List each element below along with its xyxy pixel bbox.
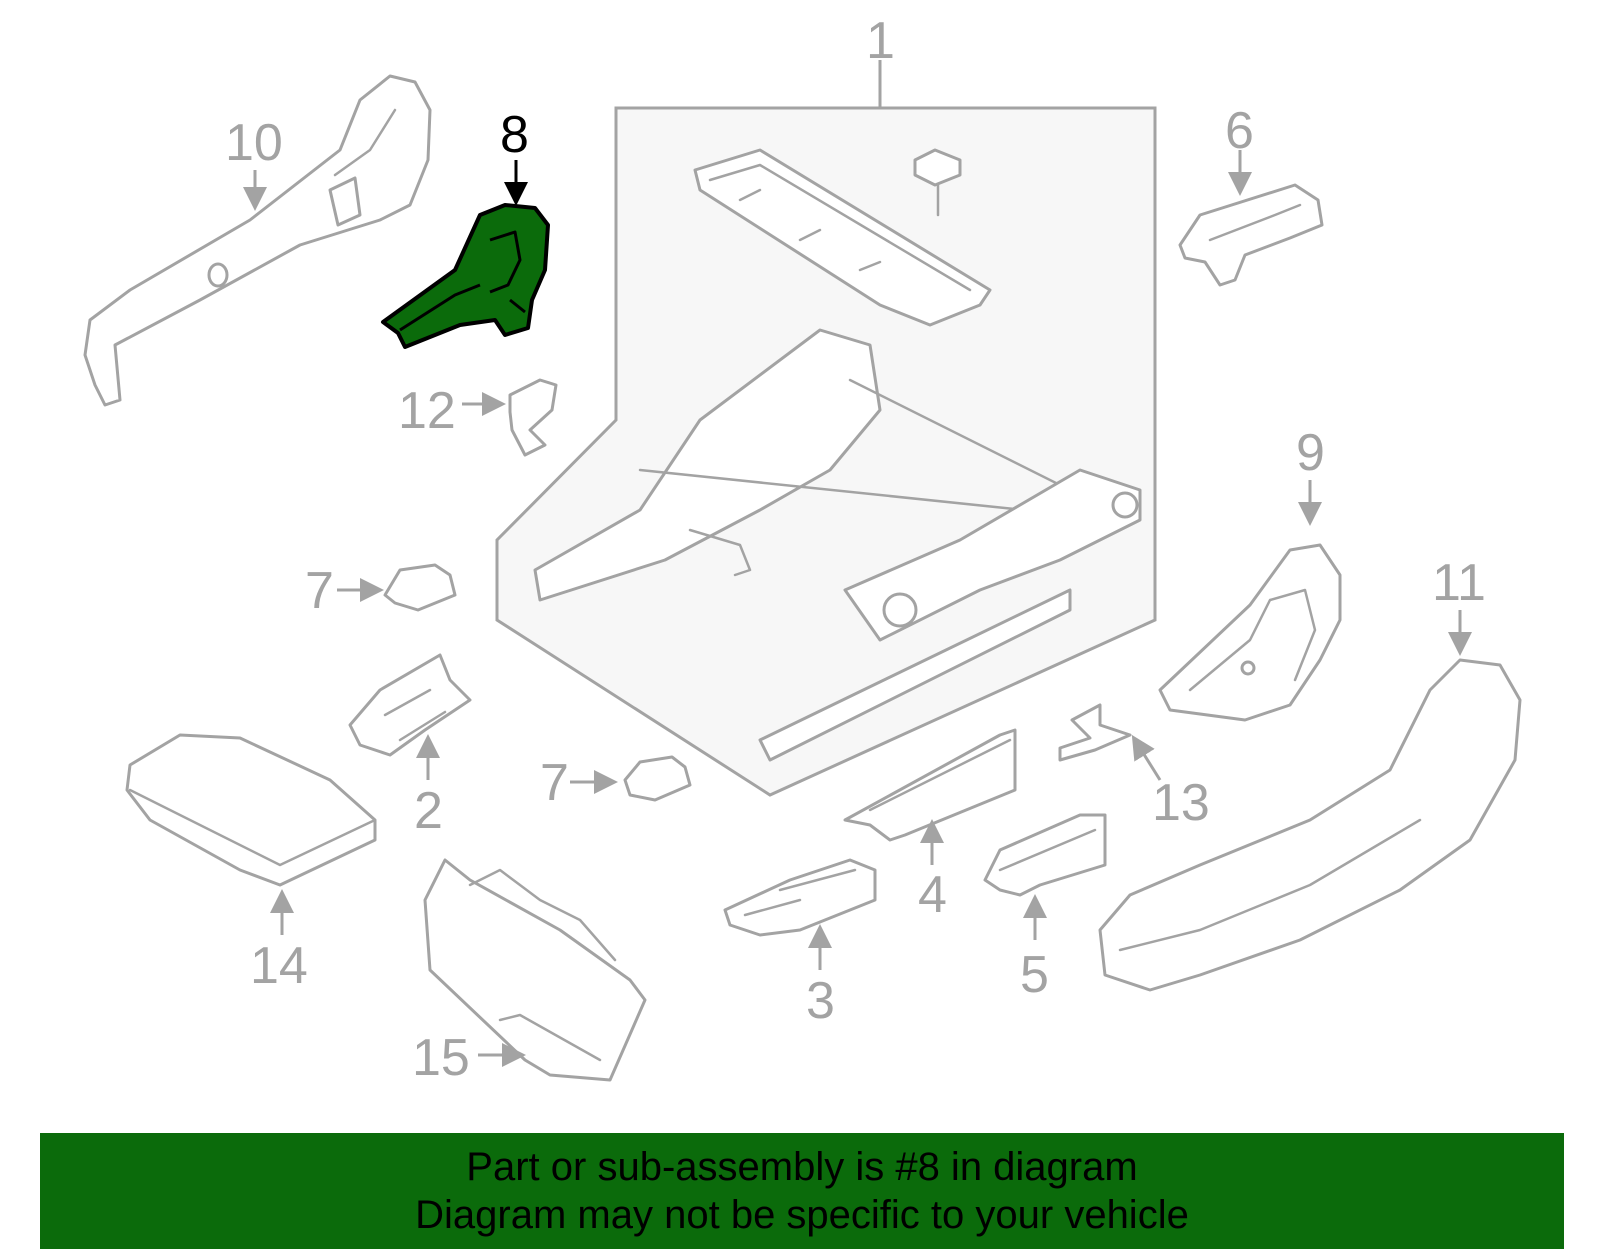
- part-9-trim-panel-inner[interactable]: [1158, 543, 1342, 722]
- part-12-bracket[interactable]: [508, 378, 558, 457]
- callout-8: 8: [500, 106, 529, 164]
- part-14-module[interactable]: [125, 733, 377, 887]
- callout-4: 4: [918, 866, 947, 924]
- part-5-track-cover[interactable]: [983, 813, 1107, 897]
- callout-12: 12: [398, 382, 456, 440]
- callout-6: 6: [1225, 102, 1254, 160]
- part-3-track-cover[interactable]: [723, 858, 877, 937]
- part-7-clip-upper[interactable]: [383, 563, 457, 612]
- callout-labels: 1 10 8 6 12 9 11 7 7 2 4 13 14 3 5 15: [225, 12, 1486, 1087]
- callout-2: 2: [414, 782, 443, 840]
- callout-3: 3: [806, 972, 835, 1030]
- info-banner: Part or sub-assembly is #8 in diagram Di…: [40, 1133, 1564, 1249]
- callout-11: 11: [1432, 554, 1486, 612]
- part-2-track-cover[interactable]: [348, 653, 472, 757]
- part-1-seat-track-assembly[interactable]: [495, 60, 1157, 797]
- banner-line-2: Diagram may not be specific to your vehi…: [415, 1193, 1189, 1237]
- part-13-bracket[interactable]: [1058, 703, 1132, 762]
- callout-10: 10: [225, 114, 283, 172]
- part-4-track-cover[interactable]: [843, 728, 1017, 842]
- callout-7-upper: 7: [305, 562, 334, 620]
- part-15-airbag-module[interactable]: [423, 858, 647, 1082]
- callout-arrows: [243, 150, 1472, 1067]
- part-11-side-shield[interactable]: [1098, 658, 1522, 992]
- banner-line-1: Part or sub-assembly is #8 in diagram: [466, 1145, 1138, 1189]
- part-6-cover-cap[interactable]: [1178, 183, 1324, 287]
- part-10-seat-shield-outer[interactable]: [83, 74, 432, 407]
- callout-5: 5: [1020, 946, 1049, 1004]
- callout-13: 13: [1152, 774, 1210, 832]
- callout-9: 9: [1296, 424, 1325, 482]
- callout-1: 1: [866, 12, 895, 70]
- part-7-clip-lower[interactable]: [623, 755, 692, 802]
- callout-15: 15: [412, 1029, 470, 1087]
- callout-7-lower: 7: [540, 754, 569, 812]
- callout-14: 14: [250, 937, 308, 995]
- part-8-highlighted-trim-panel[interactable]: [381, 203, 550, 349]
